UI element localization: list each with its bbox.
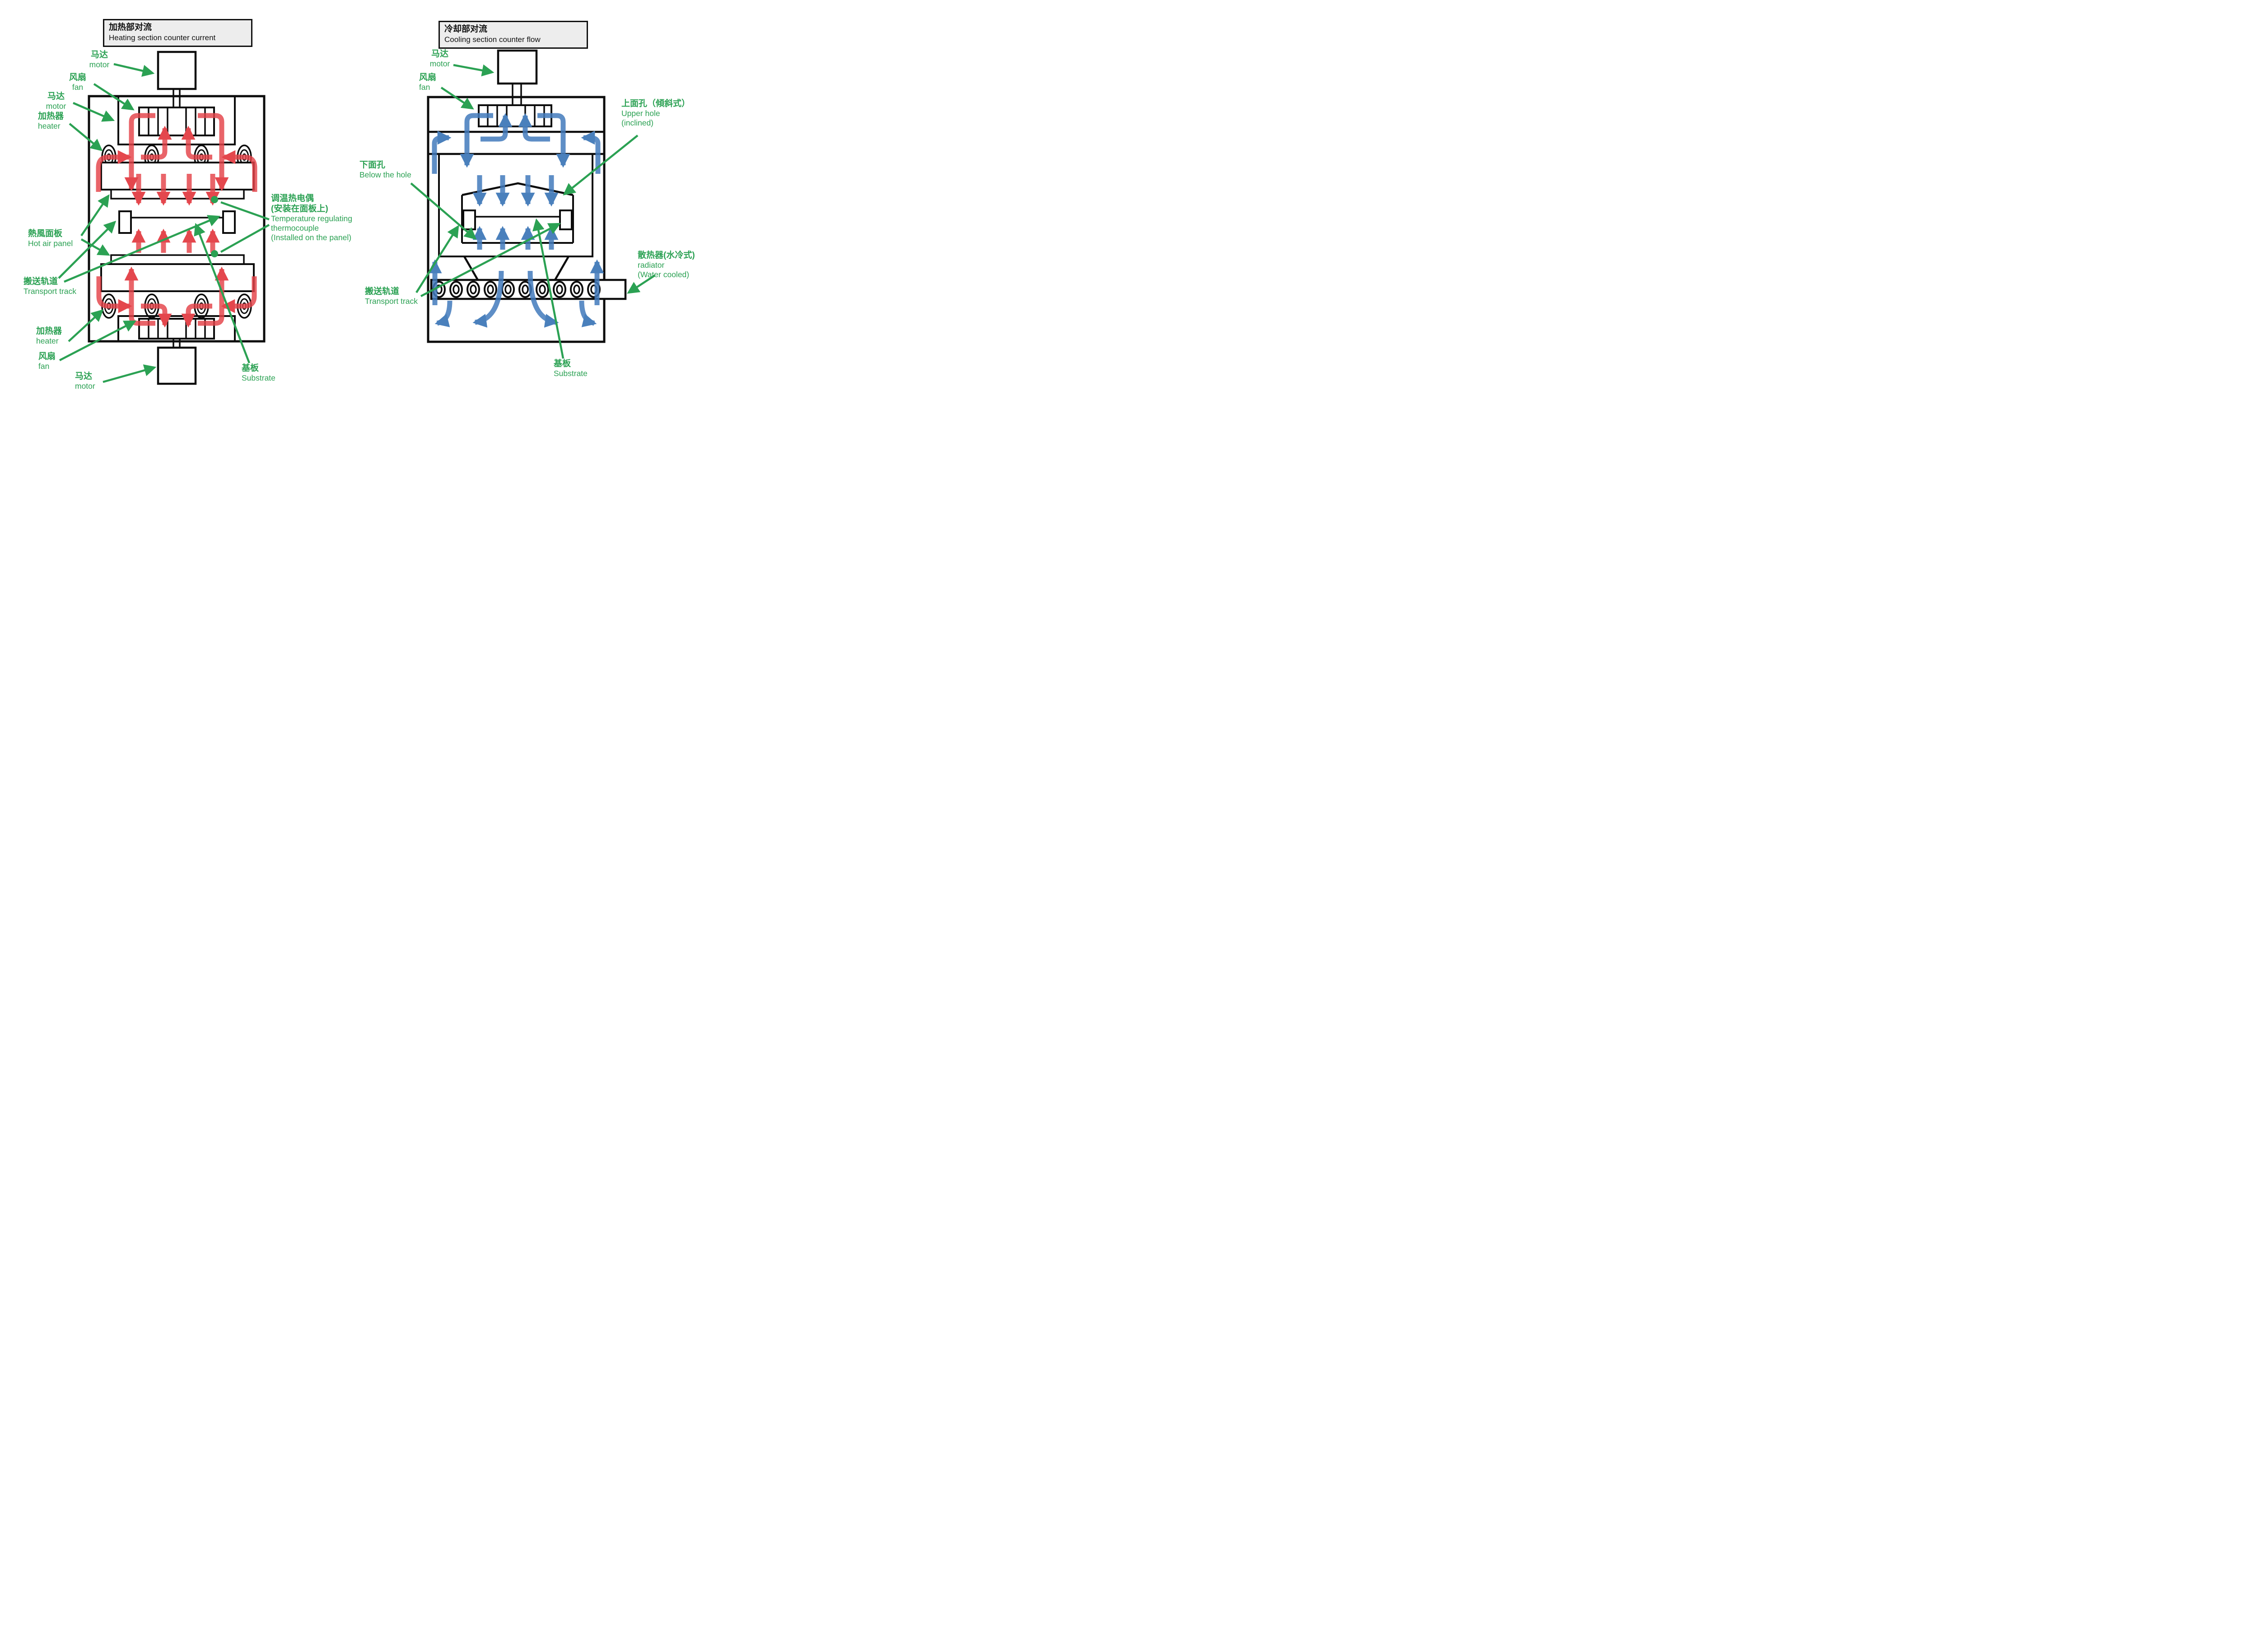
- reflow-oven-diagram: 加热部对流 Heating section counter current 冷却…: [0, 0, 708, 405]
- label-fan-lower-left: 风扇 fan: [38, 352, 56, 371]
- label-motor-upper-left: 马达 motor: [46, 92, 66, 111]
- motor-box-bottom-left: [157, 346, 197, 385]
- hot-air-panel-lower: [100, 263, 255, 292]
- fan-housing-bottom: [117, 315, 236, 341]
- fan-icon-top-left: [138, 107, 215, 136]
- label-transport-track-left: 搬送轨道 Transport track: [23, 277, 77, 296]
- title-cooling-zh: 冷却部对流: [444, 24, 488, 34]
- label-heater-lower-left: 加热器 heater: [36, 326, 62, 345]
- label-substrate-right: 基板 Substrate: [554, 359, 588, 378]
- leader-arrows-left: [58, 63, 270, 383]
- label-substrate-left: 基板 Substrate: [242, 363, 275, 382]
- transport-track-left: [118, 210, 236, 234]
- diagram-canvas: [58, 49, 656, 385]
- label-below-hole: 下面孔 Below the hole: [359, 160, 411, 179]
- title-heating-zh: 加热部对流: [109, 23, 152, 32]
- inner-box-right: [438, 154, 593, 257]
- label-heater-upper-left: 加热器 heater: [38, 112, 64, 130]
- thermocouple-dot-upper: [211, 196, 218, 203]
- label-radiator: 散热器(水冷式) radiator (Water cooled): [638, 251, 695, 279]
- label-fan-top-left: 风扇 fan: [69, 73, 86, 92]
- motor-box-right: [497, 49, 538, 85]
- label-transport-track-right: 搬送轨道 Transport track: [365, 287, 418, 306]
- label-fan-right: 风扇 fan: [419, 73, 437, 92]
- title-cooling-en: Cooling section counter flow: [444, 35, 541, 44]
- heating-chamber: [88, 95, 266, 343]
- label-hot-air-panel: 熱風面板 Hot air panel: [28, 229, 73, 248]
- label-motor-top-left: 马达 motor: [89, 50, 110, 69]
- label-upper-hole: 上面孔（傾斜式） Upper hole (inclined): [621, 99, 690, 127]
- cooling-chamber: [427, 96, 606, 343]
- thermocouple-dot-lower: [211, 250, 218, 257]
- title-cooling-section: 冷却部对流 Cooling section counter flow: [439, 21, 588, 49]
- fan-housing-top: [117, 96, 236, 145]
- hot-air-panel-upper: [100, 162, 255, 191]
- title-heating-en: Heating section counter current: [109, 33, 216, 42]
- motor-box-top-left: [157, 51, 197, 90]
- title-heating-section: 加热部对流 Heating section counter current: [103, 19, 252, 47]
- label-motor-lower-left: 马达 motor: [75, 372, 95, 391]
- leader-arrows-right: [410, 64, 656, 359]
- label-motor-right: 马达 motor: [429, 49, 450, 68]
- label-thermocouple: 调温热电偶 (安装在面板上) Temperature regulating th…: [271, 194, 352, 242]
- cool-air-flow-arrows: [428, 113, 604, 328]
